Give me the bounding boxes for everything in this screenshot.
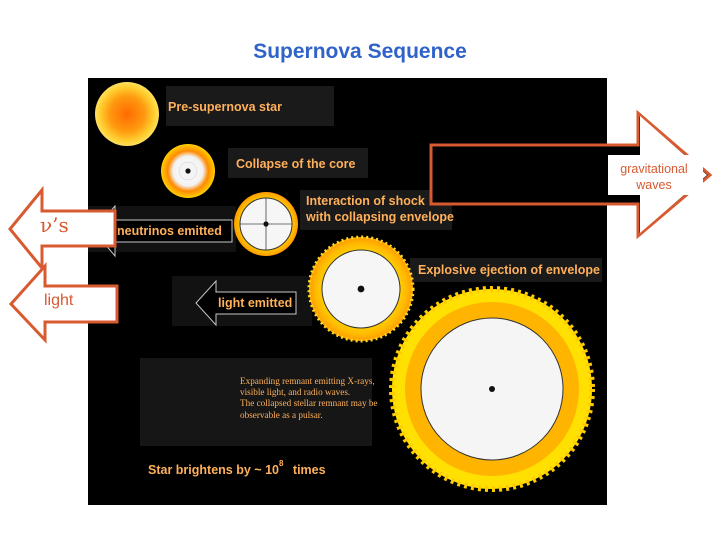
remnant-core-dot — [489, 386, 495, 392]
brighten-base: 10 — [265, 463, 279, 478]
light-emitted-label: light emitted — [218, 296, 292, 310]
approx-symbol: ~ — [254, 463, 262, 478]
neutrinos-symbol-label: ν’s — [40, 213, 69, 237]
label-box-interaction — [300, 190, 452, 230]
gravitational-waves-arrow-white-tip — [608, 116, 707, 233]
note-line: visible light, and radio waves. — [240, 387, 351, 398]
core-dot — [185, 168, 191, 174]
neutrinos-outer-arrow — [8, 185, 117, 273]
light-arrow-label: light — [44, 292, 74, 309]
note-line: The collapsed stellar remnant may be — [240, 398, 378, 409]
neutrinos-emitted-label: neutrinos emitted — [117, 224, 222, 238]
gravitational-waves-label: gravitational waves — [606, 161, 702, 193]
ejection-core-dot — [357, 285, 365, 293]
brighten-prefix: Star brightens by — [148, 463, 251, 478]
note-line: observable as a pulsar. — [240, 409, 323, 420]
light-arrow-shape — [195, 279, 297, 327]
note-text: Expanding remnant emitting X-rays, visib… — [240, 376, 378, 421]
stage-label-collapse: Collapse of the core — [236, 157, 356, 171]
gravitational-waves-line-1: gravitational — [620, 162, 688, 176]
shock-core-dot — [263, 221, 269, 227]
pre-supernova-star — [95, 82, 159, 146]
label-box-pre-supernova — [166, 86, 334, 126]
note-box — [140, 358, 372, 446]
stage-label-interaction-1: Interaction of shock — [306, 194, 425, 208]
stage-label-ejection: Explosive ejection of envelope — [418, 263, 601, 277]
brighten-exponent: 8 — [278, 459, 284, 468]
brightness-statement: Star brightens by ~ 108 times — [148, 459, 326, 478]
light-outer-arrow — [8, 262, 119, 344]
note-line: Expanding remnant emitting X-rays, — [240, 376, 375, 386]
stage-label-pre-supernova: Pre-supernova star — [168, 100, 282, 114]
stage-label-interaction-2: with collapsing envelope — [306, 210, 454, 224]
gravitational-waves-line-2: waves — [636, 178, 672, 192]
label-box-collapse — [228, 148, 368, 178]
label-box-ejection — [410, 258, 602, 282]
brighten-suffix: times — [292, 463, 326, 478]
page-title: Supernova Sequence — [253, 40, 467, 63]
